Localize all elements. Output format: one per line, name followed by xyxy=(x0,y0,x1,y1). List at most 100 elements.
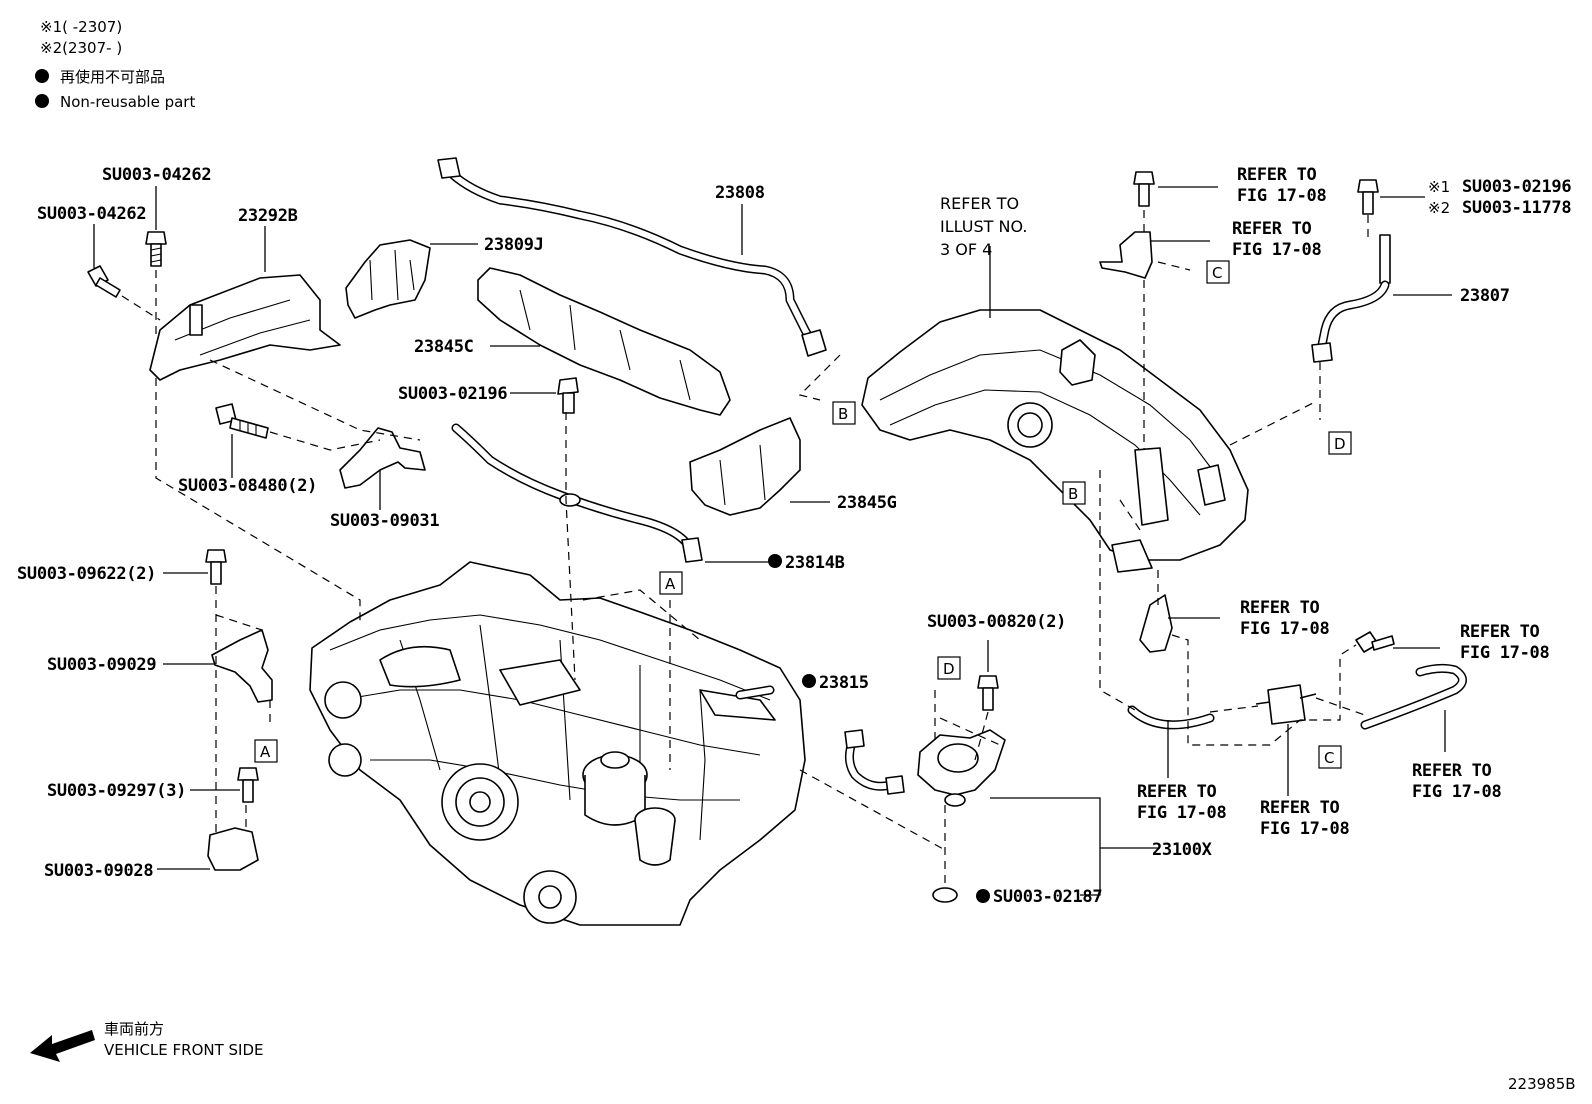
part-su003-09029-bracket xyxy=(211,629,273,703)
label-23100x: 23100X xyxy=(1152,840,1213,860)
assembly-dashed-lines xyxy=(121,210,1369,888)
connector-box-c-bottom: C xyxy=(1318,745,1342,769)
refer-fig-7-num: FIG 17-08 xyxy=(1412,782,1501,802)
label-su003-02196: SU003-02196 xyxy=(398,384,507,404)
vehicle-front-arrow-icon xyxy=(30,1030,95,1062)
connector-box-c-top: C xyxy=(1206,260,1230,284)
connector-box-d-center: D xyxy=(937,656,961,680)
label-23292b: 23292B xyxy=(238,206,298,226)
mark-2: ※2 xyxy=(1428,199,1450,217)
legend-english: Non-reusable part xyxy=(60,93,195,111)
label-su003-08480: SU003-08480(2) xyxy=(178,476,317,496)
bolt-su003-04262-b xyxy=(87,265,121,298)
refer-fig-1-num: FIG 17-08 xyxy=(1237,186,1326,206)
label-su003-09031: SU003-09031 xyxy=(330,511,439,531)
bolt-su003-04262-a xyxy=(145,231,167,267)
bolt-upper-right-refer xyxy=(1133,171,1155,207)
svg-text:A: A xyxy=(665,575,676,593)
label-su003-00820: SU003-00820(2) xyxy=(927,612,1066,632)
label-su003-04262-top: SU003-04262 xyxy=(102,165,211,185)
refer-fig-3-head: REFER TO xyxy=(1240,598,1320,618)
label-23845c: 23845C xyxy=(414,337,474,357)
non-reusable-dot-icon xyxy=(768,554,782,568)
label-23809j: 23809J xyxy=(484,235,544,255)
label-su003-09029: SU003-09029 xyxy=(47,655,156,675)
drawing-number: 223985B xyxy=(1508,1075,1576,1093)
refer-fig-6-head: REFER TO xyxy=(1260,798,1340,818)
bracket-upper-right xyxy=(1099,231,1153,279)
part-su003-09028-bracket xyxy=(207,827,259,871)
bracket-mid-right xyxy=(1139,594,1173,653)
part-su003-09031-bracket xyxy=(339,427,426,489)
intake-manifold xyxy=(861,309,1249,573)
bolt-su003-00820 xyxy=(977,675,999,711)
label-23845g: 23845G xyxy=(837,493,897,513)
hose-lower-right xyxy=(1127,663,1467,730)
note-1: ※1( -2307) xyxy=(40,18,122,36)
label-su003-11778-mark2: SU003-11778 xyxy=(1462,198,1571,218)
refer-fig-2-num: FIG 17-08 xyxy=(1232,240,1321,260)
part-23815-harness xyxy=(844,729,905,795)
refer-illust-line2: ILLUST NO. xyxy=(940,217,1027,236)
label-23815: 23815 xyxy=(819,673,869,693)
refer-fig-4-head: REFER TO xyxy=(1460,622,1540,642)
refer-fig-5-num: FIG 17-08 xyxy=(1137,803,1226,823)
label-23808: 23808 xyxy=(715,183,765,203)
svg-text:B: B xyxy=(1068,485,1078,503)
label-su003-02187: SU003-02187 xyxy=(993,887,1102,907)
label-su003-04262-left: SU003-04262 xyxy=(37,204,146,224)
legend-japanese: 再使用不可部品 xyxy=(60,68,165,86)
bolt-su003-09297 xyxy=(237,767,259,803)
leader-lines xyxy=(93,186,1452,896)
refer-fig-1-head: REFER TO xyxy=(1237,165,1317,185)
bolt-su003-02196-right xyxy=(1357,179,1379,215)
non-reusable-dot-icon xyxy=(35,94,49,108)
part-23807-pcv-hose xyxy=(1311,234,1391,363)
label-23814b: 23814B xyxy=(785,553,845,573)
part-23809j-shield xyxy=(345,239,431,319)
svg-text:A: A xyxy=(260,743,271,761)
part-23808-sensor-harness xyxy=(437,157,827,357)
refer-fig-7-head: REFER TO xyxy=(1412,761,1492,781)
svg-text:B: B xyxy=(838,405,848,423)
bolt-su003-09622 xyxy=(205,549,227,585)
svg-text:C: C xyxy=(1324,749,1334,767)
non-reusable-dot-icon xyxy=(976,889,990,903)
connector-box-d-right: D xyxy=(1328,431,1352,455)
non-reusable-dot-icon xyxy=(35,69,49,83)
label-23807: 23807 xyxy=(1460,286,1510,306)
bolt-su003-08480 xyxy=(215,403,269,439)
vehicle-front-japanese: 車両前方 xyxy=(104,1020,164,1038)
bolt-refer-right xyxy=(1355,631,1395,653)
part-23100x-throttle-body xyxy=(917,729,1006,903)
svg-text:C: C xyxy=(1212,264,1222,282)
svg-text:D: D xyxy=(943,660,955,678)
refer-fig-2-head: REFER TO xyxy=(1232,219,1312,239)
non-reusable-dot-icon xyxy=(802,674,816,688)
connector-box-b-right: B xyxy=(1062,481,1086,505)
refer-fig-6-num: FIG 17-08 xyxy=(1260,819,1349,839)
connector-box-a-center: A xyxy=(659,571,683,595)
refer-fig-3-num: FIG 17-08 xyxy=(1240,619,1329,639)
connector-box-b-left: B xyxy=(832,401,856,425)
part-23845g-shield xyxy=(689,417,801,516)
refer-illust-line1: REFER TO xyxy=(940,194,1019,213)
refer-illust-line3: 3 OF 4 xyxy=(940,240,992,259)
part-23814b-hose xyxy=(451,423,703,563)
label-su003-09622: SU003-09622(2) xyxy=(17,564,156,584)
connector-box-a-left: A xyxy=(254,739,278,763)
label-su003-09028: SU003-09028 xyxy=(44,861,153,881)
refer-fig-5-head: REFER TO xyxy=(1137,782,1217,802)
part-23845c-shield xyxy=(477,267,731,416)
label-su003-09297: SU003-09297(3) xyxy=(47,781,186,801)
bolt-su003-02196-center xyxy=(557,377,579,414)
svg-text:D: D xyxy=(1334,435,1346,453)
mark-1: ※1 xyxy=(1428,178,1450,196)
vehicle-front-english: VEHICLE FRONT SIDE xyxy=(104,1041,264,1059)
refer-fig-4-num: FIG 17-08 xyxy=(1460,643,1549,663)
note-2: ※2(2307- ) xyxy=(40,39,122,57)
label-su003-02196-mark1: SU003-02196 xyxy=(1462,177,1571,197)
part-23292b-cover xyxy=(149,274,341,381)
